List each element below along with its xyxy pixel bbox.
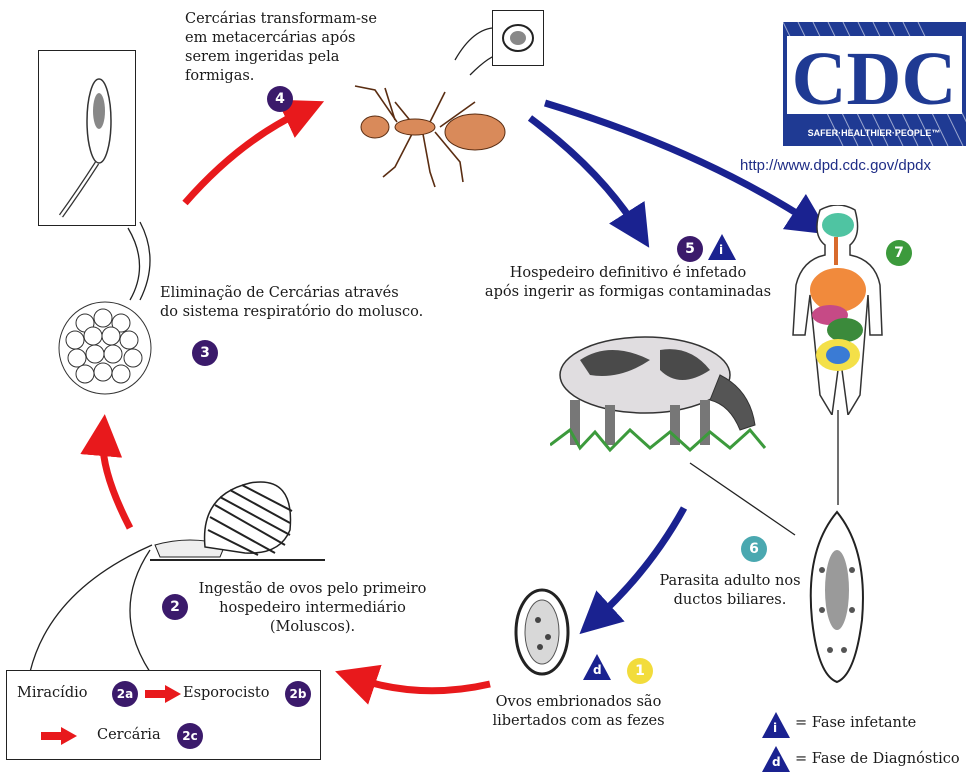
badge-step-2: 2 bbox=[162, 594, 188, 620]
legend-diagnostic-label: = Fase de Diagnóstico bbox=[795, 750, 960, 769]
badge-step-3: 3 bbox=[192, 340, 218, 366]
metacercaria-icon bbox=[492, 10, 544, 66]
arrow-3-to-4 bbox=[185, 110, 305, 203]
legend-infective-label: = Fase infetante bbox=[795, 714, 916, 733]
cdc-logo-text: CDC bbox=[792, 37, 957, 121]
intramolluscan-stages-box: Miracídio 2a Esporocisto 2b Cercária 2c bbox=[6, 670, 321, 760]
red-arrow-icon bbox=[145, 685, 181, 703]
diagnostic-triangle-step-1: d bbox=[583, 654, 611, 680]
step-3-text: Eliminação de Cercárias através do siste… bbox=[160, 284, 460, 322]
step-5-text: Hospedeiro definitivo é infetado após in… bbox=[468, 264, 788, 302]
ant-icon bbox=[335, 82, 510, 192]
arrow-4-to-5 bbox=[530, 118, 638, 230]
miracidio-label: Miracídio bbox=[17, 684, 87, 703]
badge-step-2a: 2a bbox=[112, 681, 138, 707]
red-arrow-icon bbox=[41, 727, 77, 745]
badge-step-2b: 2b bbox=[285, 681, 311, 707]
egg-cluster-icon bbox=[55, 298, 155, 398]
badge-step-7: 7 bbox=[886, 240, 912, 266]
legend-diagnostic-triangle: d bbox=[762, 746, 790, 772]
snail-icon bbox=[150, 475, 325, 565]
cercaria-icon bbox=[38, 50, 136, 226]
step-4-text: Cercárias transformam-se em metacercária… bbox=[185, 10, 400, 86]
cdc-url[interactable]: http://www.dpd.cdc.gov/dpdx bbox=[740, 157, 931, 174]
badge-step-1: 1 bbox=[627, 658, 653, 684]
step-6-text: Parasita adulto nos ductos biliares. bbox=[645, 572, 815, 610]
arrow-1-to-2 bbox=[355, 678, 490, 691]
cercaria-label: Cercária bbox=[97, 726, 161, 745]
step-1-text: Ovos embrionados são libertados com as f… bbox=[476, 693, 681, 731]
esporocisto-label: Esporocisto bbox=[183, 684, 269, 703]
embryonated-egg-icon bbox=[510, 585, 575, 680]
badge-step-6: 6 bbox=[741, 536, 767, 562]
cdc-tagline: SAFER·HEALTHIER·PEOPLE™ bbox=[808, 128, 941, 138]
step-2-text: Ingestão de ovos pelo primeiro hospedeir… bbox=[190, 580, 435, 637]
cdc-logo: CDC SAFER·HEALTHIER·PEOPLE™ bbox=[783, 22, 966, 146]
badge-step-5: 5 bbox=[677, 236, 703, 262]
arrow-2-to-3 bbox=[103, 435, 130, 528]
badge-step-4: 4 bbox=[267, 86, 293, 112]
adult-fluke-icon bbox=[800, 510, 875, 685]
legend-infective-triangle: i bbox=[762, 712, 790, 738]
human-organs-icon bbox=[790, 205, 885, 415]
cow-icon bbox=[550, 320, 775, 460]
badge-step-2c: 2c bbox=[177, 723, 203, 749]
infective-triangle-step-5: i bbox=[708, 234, 736, 260]
